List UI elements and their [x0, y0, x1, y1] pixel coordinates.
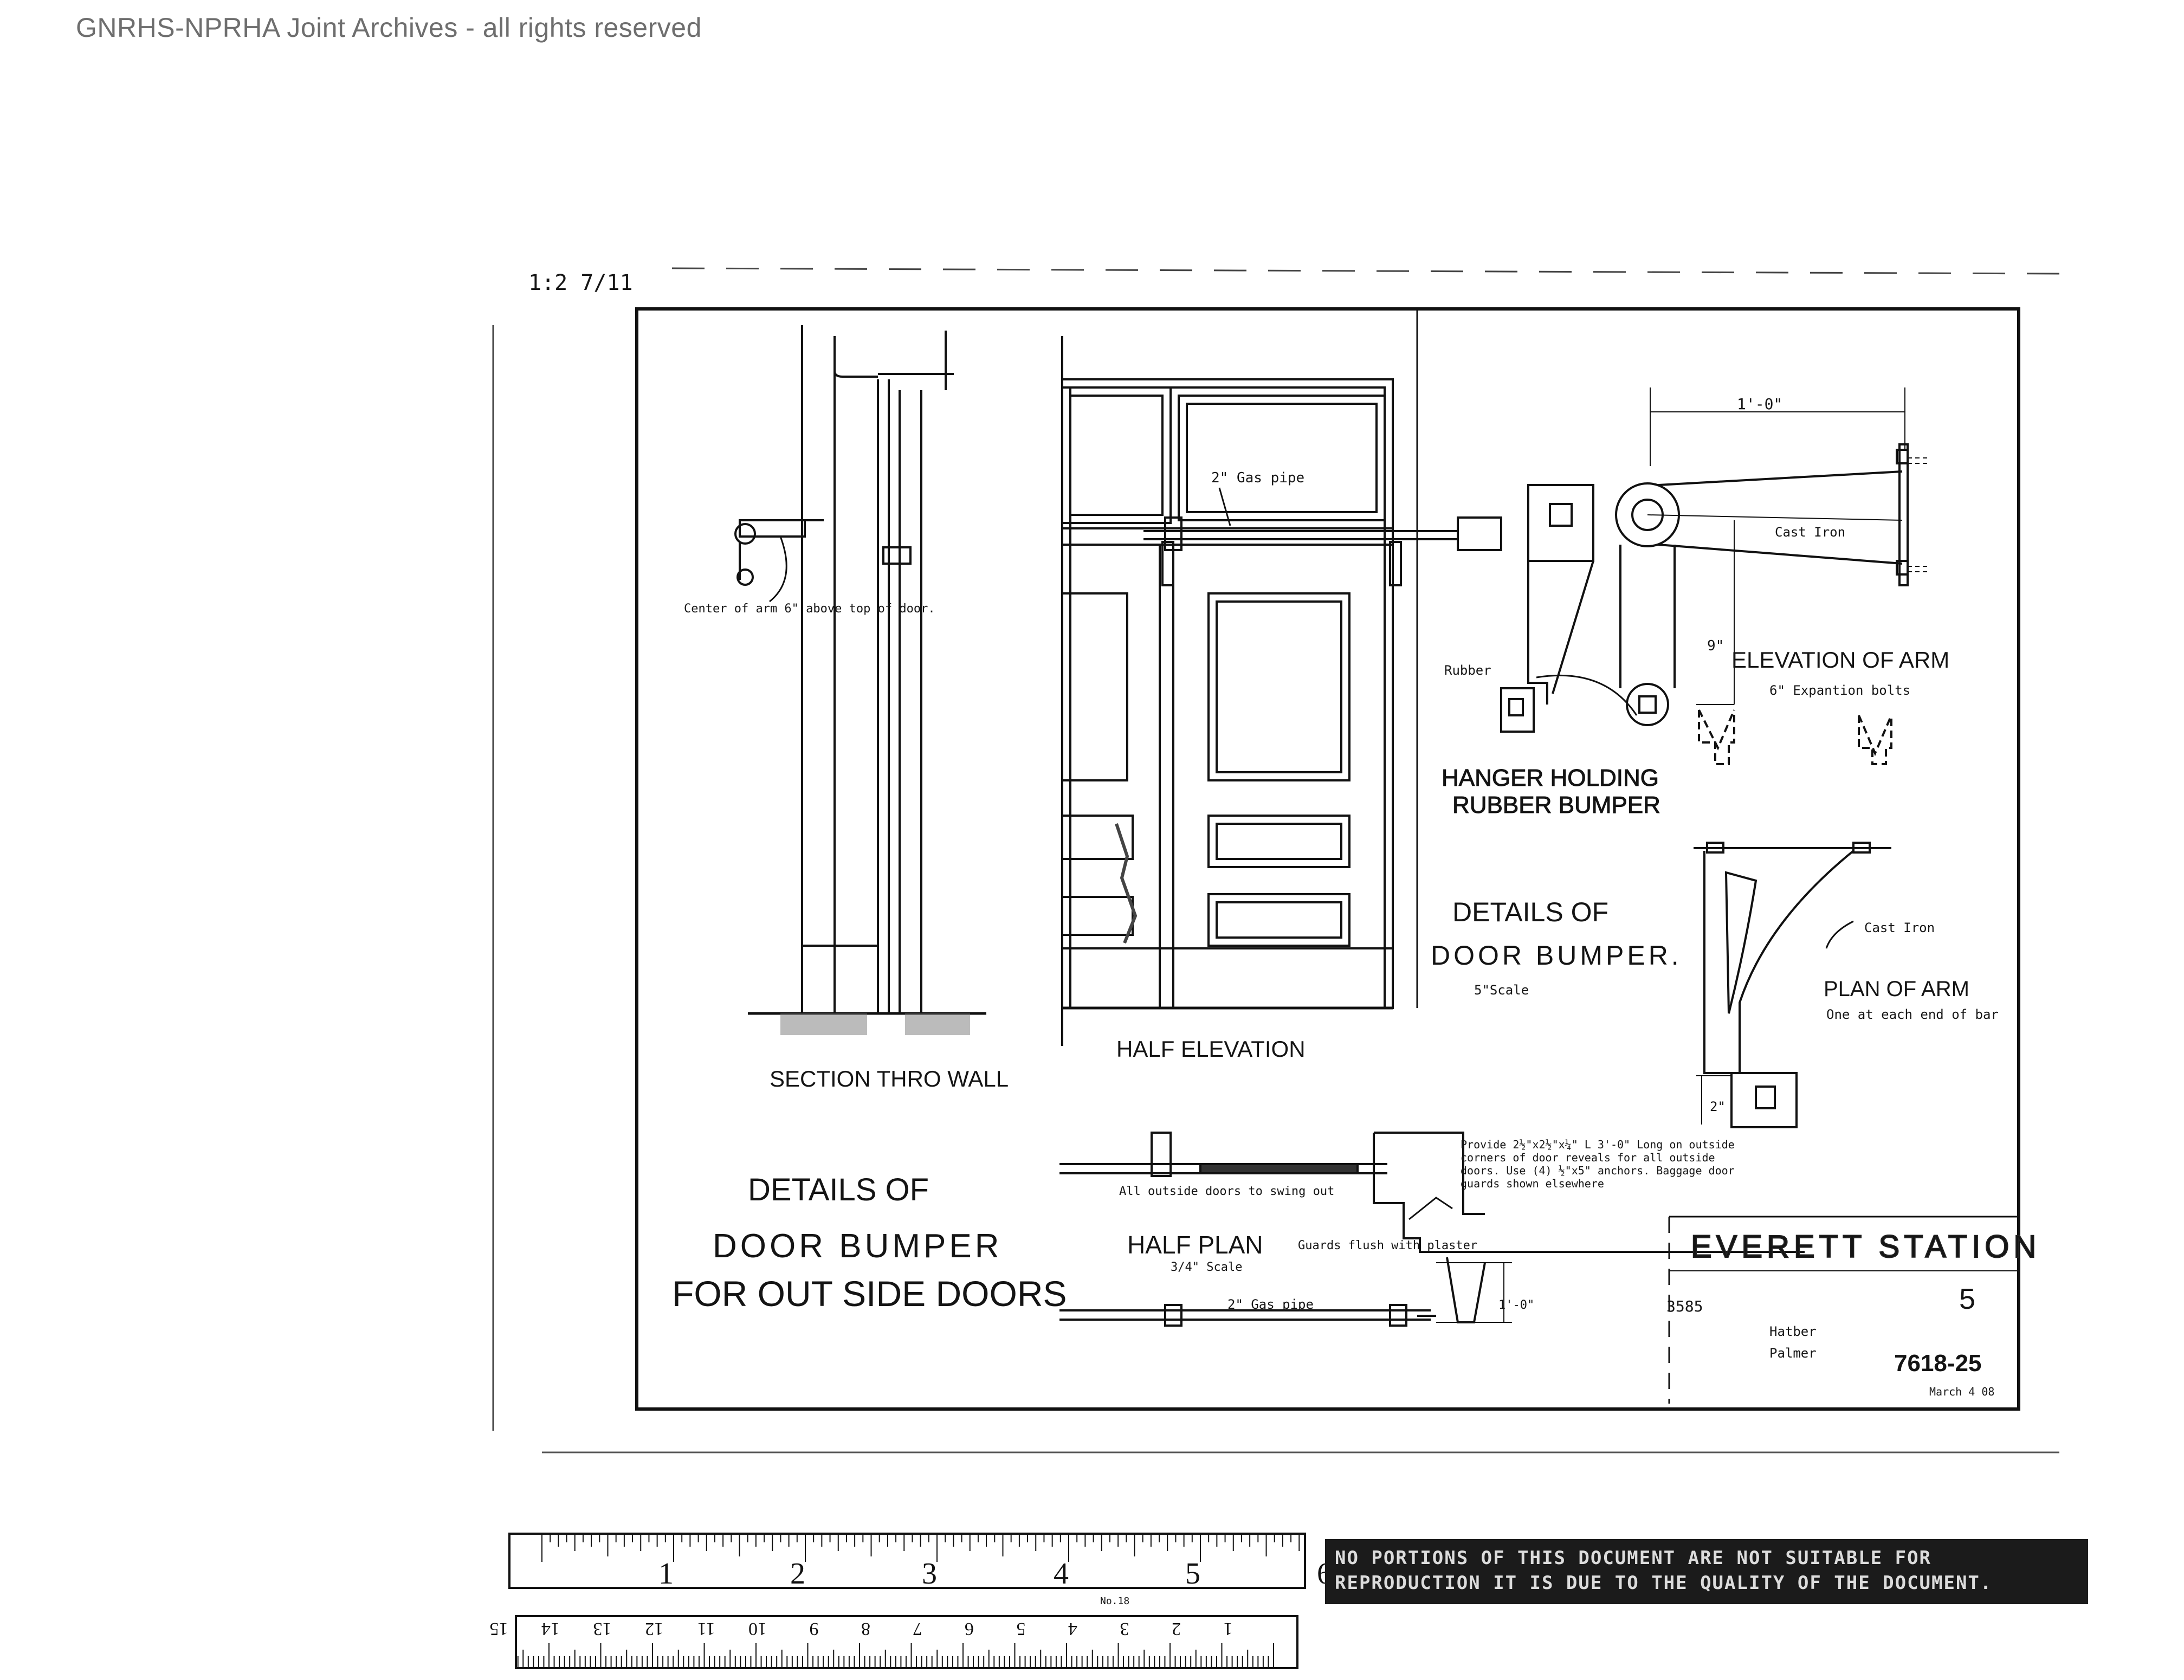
gas-pipe-label-top: 2" Gas pipe — [1211, 470, 1304, 486]
half-plan-scale: 3/4" Scale — [1171, 1261, 1242, 1274]
dim-1-0-plan: 1'-0" — [1498, 1298, 1534, 1312]
ruler-cm-label: 15 — [490, 1619, 508, 1639]
drawing-no-left: 3585 — [1666, 1297, 1703, 1315]
cast-iron-label-plan: Cast Iron — [1864, 920, 1935, 935]
plan-of-arm — [1694, 709, 1892, 1128]
ruler-inch-label: 1 — [658, 1557, 674, 1591]
ruler-label: No.18 — [1100, 1595, 1129, 1607]
ruler-inch-label: 4 — [1054, 1557, 1069, 1591]
guards-flush-note: Guards flush with plaster — [1298, 1239, 1477, 1252]
half-elevation-label: HALF ELEVATION — [1116, 1036, 1306, 1062]
dim-2: 2" — [1710, 1099, 1726, 1114]
ruler-inch-label: 3 — [922, 1557, 937, 1591]
ruler-cm-label: 6 — [965, 1619, 974, 1639]
drawing-number: 7618-25 — [1894, 1350, 1981, 1377]
ruler-inch-label: 5 — [1185, 1557, 1200, 1591]
expansion-bolts-label: 6" Expantion bolts — [1769, 683, 1910, 698]
provide-note: Provide 2½"x2½"x¼" L 3'-0" Long on outsi… — [1461, 1138, 1735, 1190]
cast-iron-label-top: Cast Iron — [1775, 525, 1845, 540]
title-block — [1668, 1216, 2019, 1404]
drafter-name-1: Hatber — [1769, 1324, 1817, 1339]
ruler-cm-label: 14 — [541, 1619, 560, 1639]
hanger-label-line2: RUBBER BUMPER — [1452, 792, 1660, 818]
elevation-of-arm — [1500, 387, 1929, 733]
elevation-of-arm-label: ELEVATION OF ARM — [1731, 647, 1949, 673]
one-each-end-note: One at each end of bar — [1826, 1007, 1999, 1022]
archive-watermark: GNRHS-NPRHA Joint Archives - all rights … — [76, 12, 702, 43]
scale-5-label: 5"Scale — [1474, 983, 1529, 998]
pencil-note: 1:2 7/11 — [528, 270, 633, 295]
ruler-cm-label: 4 — [1068, 1619, 1077, 1639]
ruler-cm-label: 13 — [593, 1619, 612, 1639]
ruler-cm-label: 7 — [913, 1619, 922, 1639]
dim-1-0: 1'-0" — [1737, 395, 1782, 413]
half-plan-label: HALF PLAN — [1127, 1231, 1263, 1259]
rubber-label: Rubber — [1444, 663, 1491, 678]
small-title-line1: DETAILS OF — [1452, 897, 1608, 927]
main-title-line3: FOR OUT SIDE DOORS — [672, 1274, 1067, 1314]
hanger-label-line1: HANGER HOLDING — [1442, 765, 1659, 791]
ruler-cm-label: 9 — [810, 1619, 819, 1639]
ruler-cm-label: 1 — [1224, 1619, 1233, 1639]
main-title-line2: DOOR BUMPER — [713, 1227, 1002, 1265]
drawing-date: March 4 08 — [1929, 1385, 1994, 1398]
ruler-cm-label: 8 — [861, 1619, 870, 1639]
ruler-cm-label: 2 — [1172, 1619, 1181, 1639]
ruler-inch-label: 2 — [790, 1557, 805, 1591]
plan-of-arm-label: PLAN OF ARM — [1824, 977, 1969, 1001]
sheet-number: 5 — [1959, 1283, 1975, 1315]
reproduction-notice: NO PORTIONS OF THIS DOCUMENT ARE NOT SUI… — [1325, 1539, 2088, 1604]
ruler-cm-label: 12 — [645, 1619, 663, 1639]
gas-pipe-label-bottom: 2" Gas pipe — [1227, 1297, 1314, 1312]
measuring-ruler — [508, 1533, 1306, 1669]
station-name: EVERETT STATION — [1691, 1229, 2040, 1264]
half-elevation — [1061, 336, 1502, 1046]
ruler-cm-label: 10 — [748, 1619, 767, 1639]
section-thro-wall — [734, 325, 986, 1035]
ruler-cm-label: 11 — [697, 1619, 715, 1639]
drafter-name-2: Palmer — [1769, 1346, 1817, 1361]
half-plan — [1059, 1132, 1805, 1327]
dim-9: 9" — [1707, 638, 1724, 654]
ruler-cm-label: 3 — [1120, 1619, 1129, 1639]
section-label: SECTION THRO WALL — [770, 1066, 1009, 1091]
center-of-arm-note: Center of arm 6" above top of door. — [684, 602, 935, 616]
small-title-line2: DOOR BUMPER. — [1431, 940, 1682, 971]
drawing-border — [635, 307, 2020, 1411]
swing-out-note: All outside doors to swing out — [1119, 1185, 1334, 1198]
main-title-line1: DETAILS OF — [748, 1172, 929, 1207]
ruler-cm-label: 5 — [1017, 1619, 1026, 1639]
